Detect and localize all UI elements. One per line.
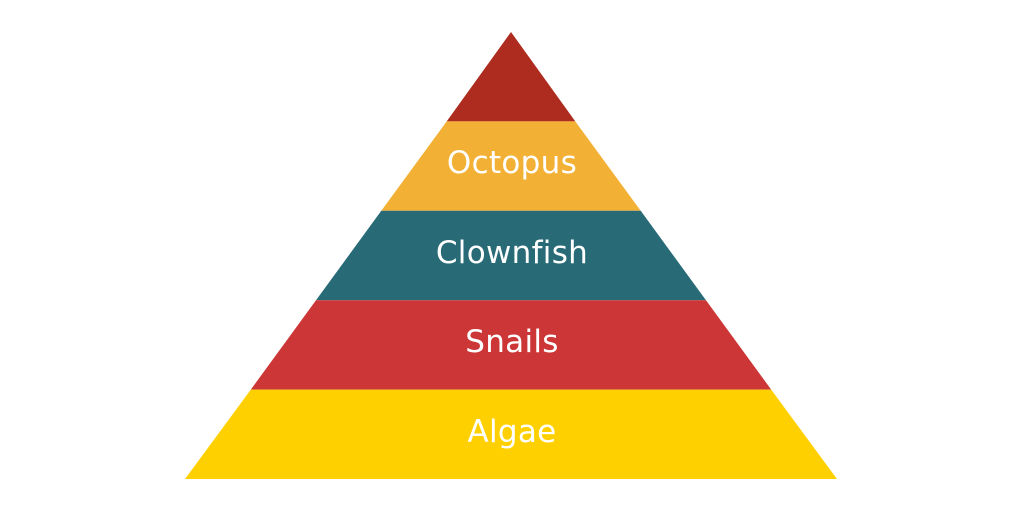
pyramid-tier-apex <box>446 32 576 122</box>
tier-label-snails: Snails <box>465 324 559 360</box>
pyramid-tier-clownfish <box>316 210 706 301</box>
tier-label-octopus: Octopus <box>446 145 578 181</box>
pyramid-tier-snails <box>250 300 772 390</box>
tier-label-clownfish: Clownfish <box>435 235 589 271</box>
tier-label-algae: Algae <box>467 414 557 450</box>
pyramid-tier-algae <box>185 389 837 479</box>
pyramid-tier-octopus <box>381 121 641 211</box>
